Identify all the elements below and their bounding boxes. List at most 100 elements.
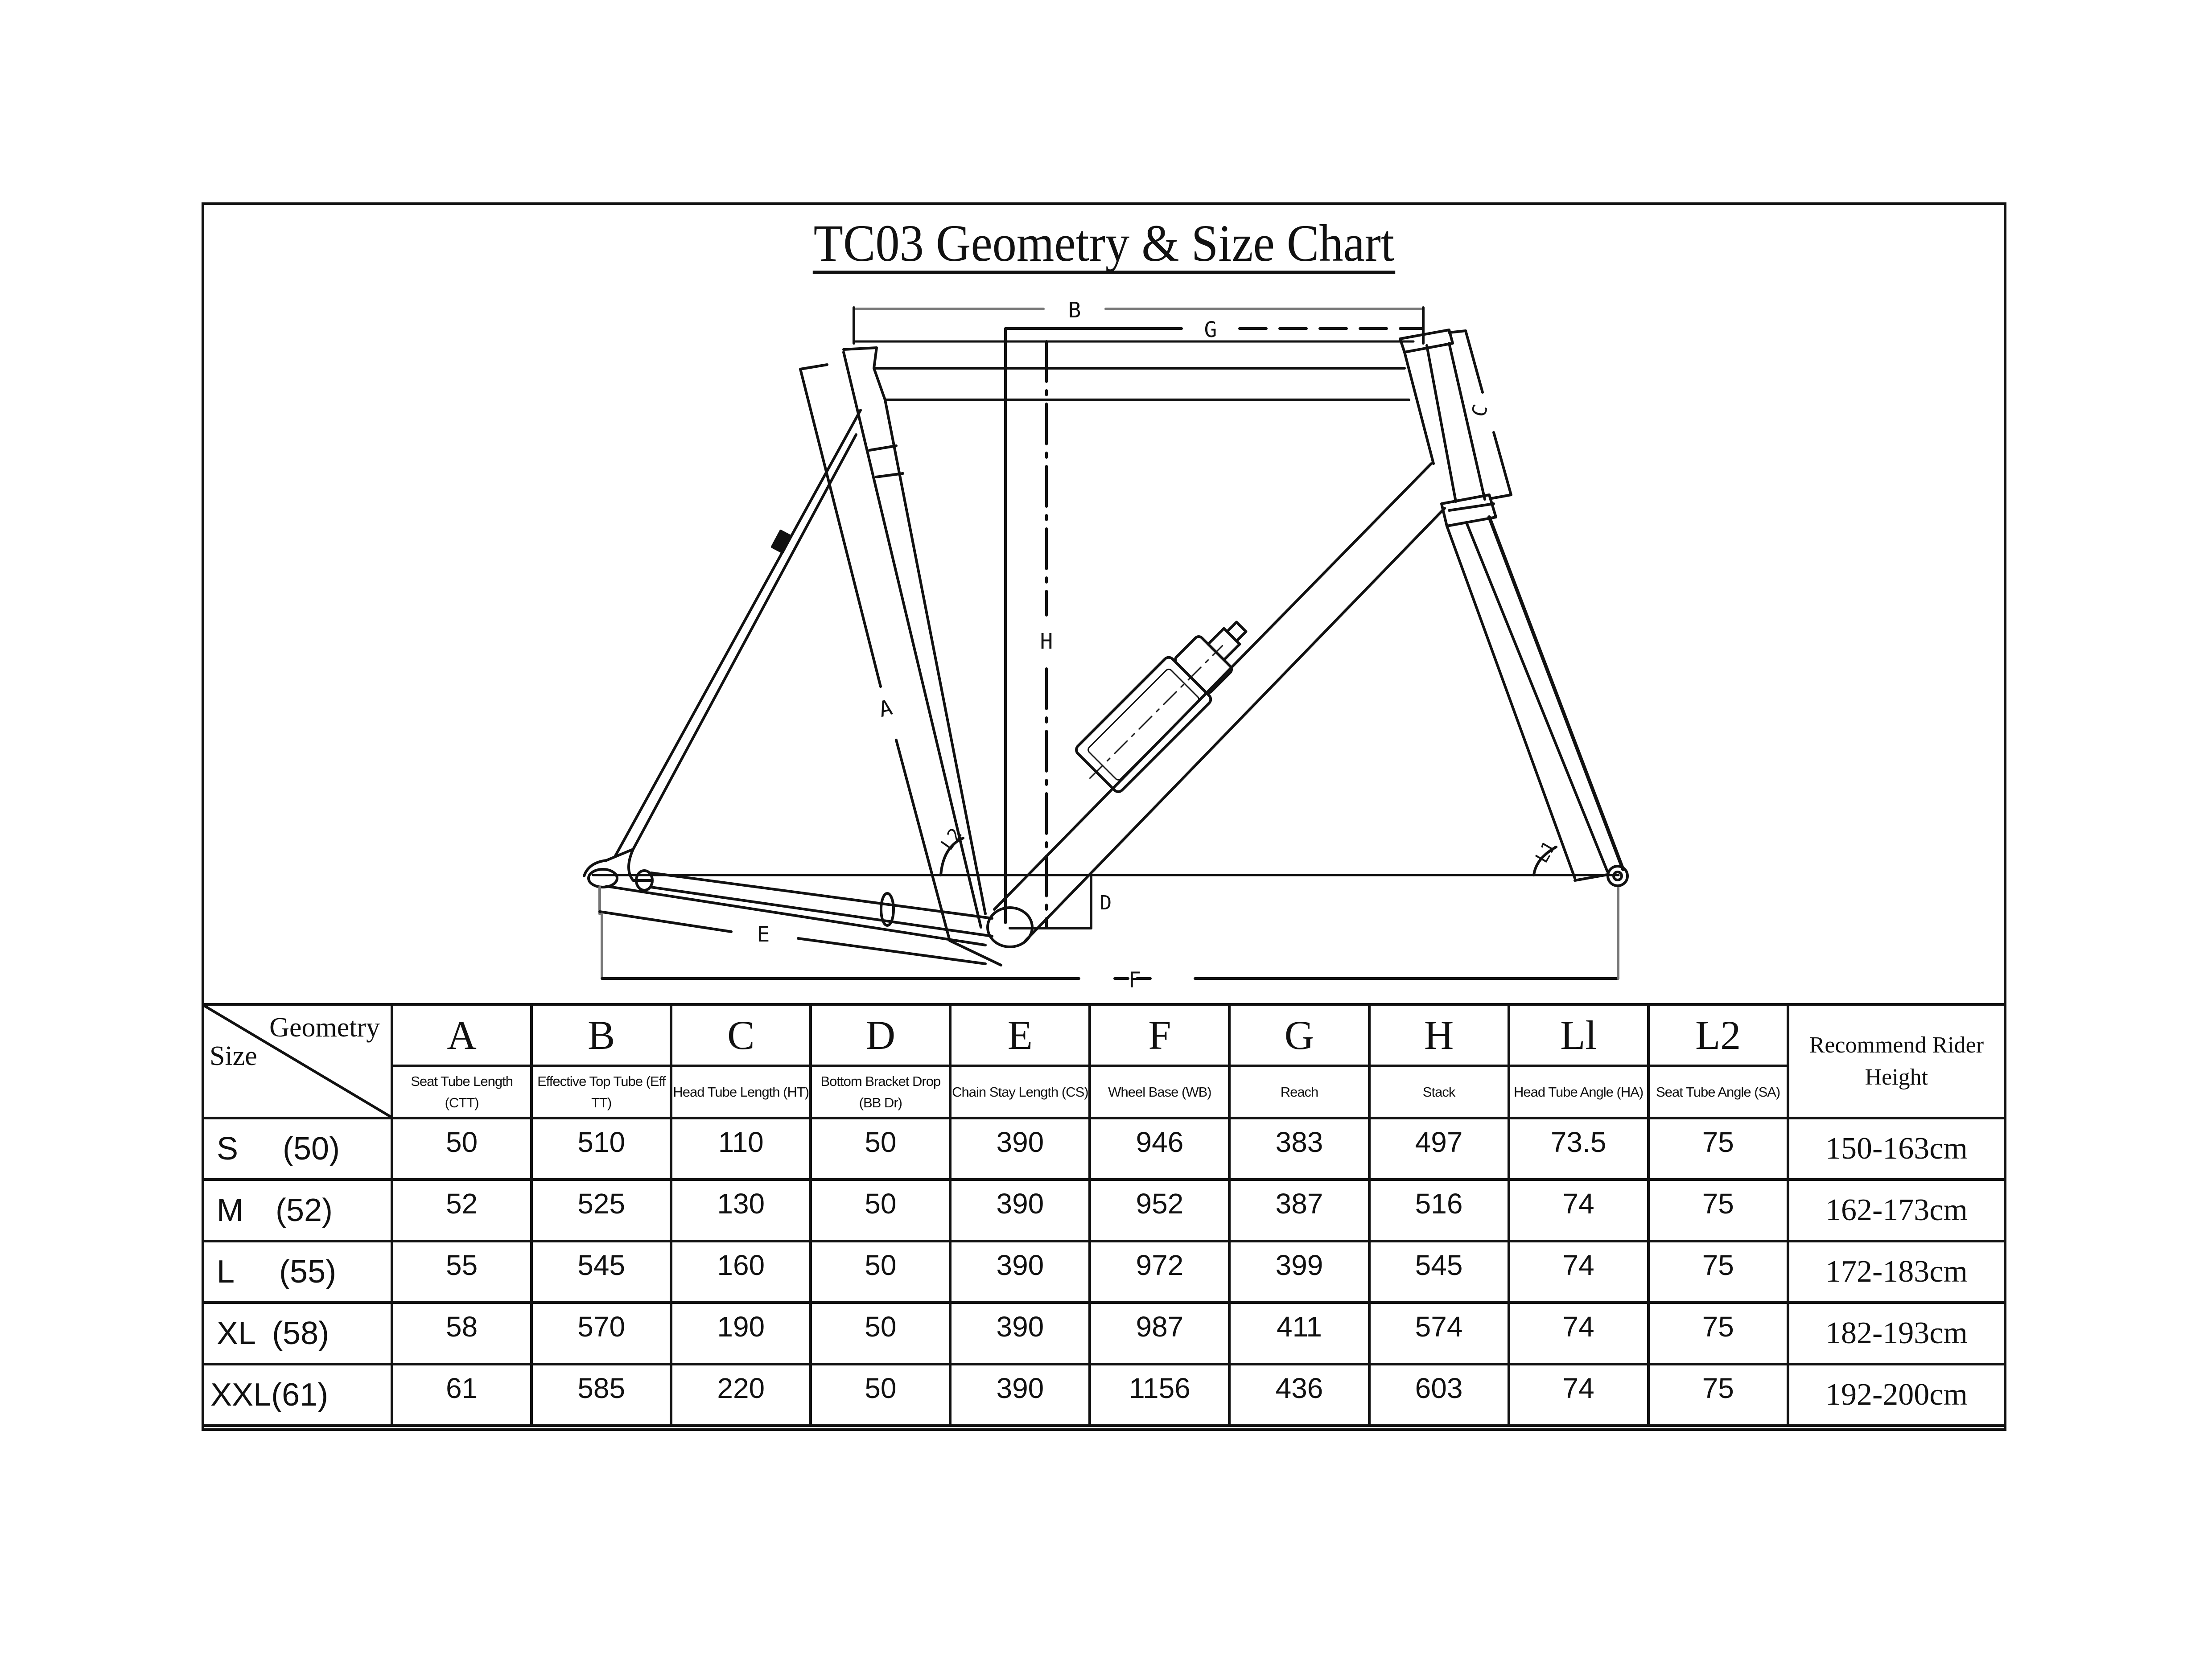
- value-cell: 545: [530, 1240, 673, 1304]
- value-cell: 436: [1228, 1363, 1371, 1427]
- geometry-chart-frame: TC03 Geometry & Size Chart B G: [201, 202, 2007, 1431]
- value-cell: 190: [670, 1301, 812, 1365]
- table-row: L(55) 55 545 160 50 390 972 399 545 74 7…: [201, 1240, 2007, 1304]
- size-label: M: [217, 1192, 243, 1228]
- value-cell: 50: [391, 1117, 533, 1181]
- col-desc-f: Wheel Base (WB): [1088, 1065, 1231, 1119]
- rider-height-cell: 150-163cm: [1786, 1117, 2007, 1181]
- col-desc-h: Stack: [1368, 1065, 1510, 1119]
- angle-l1: L1: [1532, 838, 1560, 876]
- svg-text:G: G: [1204, 317, 1217, 342]
- table-row: XXL(61) 61 585 220 50 390 1156 436 603 7…: [201, 1363, 2007, 1427]
- dimension-a: A: [799, 363, 1002, 966]
- value-cell: 946: [1088, 1117, 1231, 1181]
- table-row: XL(58) 58 570 190 50 390 987 411 574 74 …: [201, 1301, 2007, 1365]
- value-cell: 52: [391, 1178, 533, 1242]
- value-cell: 570: [530, 1301, 673, 1365]
- value-cell: 50: [809, 1363, 952, 1427]
- chart-title: TC03 Geometry & Size Chart: [204, 212, 2004, 275]
- size-cell: M (52): [201, 1178, 394, 1242]
- value-cell: 61: [391, 1363, 533, 1427]
- value-cell: 50: [809, 1117, 952, 1181]
- value-cell: 50: [809, 1178, 952, 1242]
- col-letter-e: E: [949, 1003, 1092, 1067]
- bicycle-frame-geometry-icon: B G H: [583, 298, 1629, 993]
- value-cell: 510: [530, 1117, 673, 1181]
- size-label: S: [217, 1131, 239, 1167]
- col-desc-a: Seat Tube Length (CTT): [391, 1065, 533, 1119]
- col-desc-e: Chain Stay Length (CS): [949, 1065, 1092, 1119]
- value-cell: 390: [949, 1117, 1092, 1181]
- col-desc-l1: Head Tube Angle (HA): [1507, 1065, 1650, 1119]
- svg-text:L1: L1: [1532, 838, 1560, 867]
- water-bottle-icon: [1075, 621, 1248, 793]
- col-desc-l2: Seat Tube Angle (SA): [1647, 1065, 1789, 1119]
- value-cell: 130: [670, 1178, 812, 1242]
- svg-text:E: E: [757, 922, 770, 947]
- value-cell: 390: [949, 1301, 1092, 1365]
- value-cell: 411: [1228, 1301, 1371, 1365]
- value-cell: 74: [1507, 1240, 1650, 1304]
- value-cell: 516: [1368, 1178, 1510, 1242]
- svg-text:H: H: [1040, 629, 1053, 654]
- size-label: XL: [217, 1316, 256, 1351]
- svg-text:F: F: [1129, 968, 1141, 993]
- value-cell: 574: [1368, 1301, 1510, 1365]
- value-cell: 74: [1507, 1301, 1650, 1365]
- svg-text:D: D: [1100, 892, 1112, 914]
- value-cell: 525: [530, 1178, 673, 1242]
- col-letter-l1: Ll: [1507, 1003, 1650, 1067]
- value-cell: 110: [670, 1117, 812, 1181]
- col-desc-c: Head Tube Length (HT): [670, 1065, 812, 1119]
- col-desc-g: Reach: [1228, 1065, 1371, 1119]
- svg-text:C: C: [1467, 402, 1492, 419]
- head-tube: [1399, 329, 1497, 527]
- value-cell: 387: [1228, 1178, 1371, 1242]
- size-label: XXL: [210, 1377, 272, 1413]
- value-cell: 74: [1507, 1363, 1650, 1427]
- rider-height-cell: 192-200cm: [1786, 1363, 2007, 1427]
- value-cell: 585: [530, 1363, 673, 1427]
- value-cell: 390: [949, 1240, 1092, 1304]
- corner-size-label: Size: [210, 1041, 257, 1071]
- table-row: M(52) 52 525 130 50 390 952 387 516 74 7…: [201, 1178, 2007, 1242]
- value-cell: 399: [1228, 1240, 1371, 1304]
- fork: [1446, 515, 1629, 887]
- value-cell: 987: [1088, 1301, 1231, 1365]
- value-cell: 75: [1647, 1178, 1789, 1242]
- value-cell: 383: [1228, 1117, 1371, 1181]
- size-cell: S (50): [201, 1117, 394, 1181]
- col-letter-g: G: [1228, 1003, 1371, 1067]
- size-cell: XXL(61): [201, 1363, 394, 1427]
- value-cell: 390: [949, 1178, 1092, 1242]
- value-cell: 75: [1647, 1301, 1789, 1365]
- value-cell: 73.5: [1507, 1117, 1650, 1181]
- col-desc-d: Bottom Bracket Drop (BB Dr): [809, 1065, 952, 1119]
- col-letter-d: D: [809, 1003, 952, 1067]
- dimension-d: D: [1009, 874, 1112, 929]
- col-letter-c: C: [670, 1003, 812, 1067]
- size-number: (58): [272, 1316, 330, 1351]
- size-number: (61): [271, 1377, 329, 1413]
- svg-text:B: B: [1068, 298, 1081, 323]
- dimension-g: G: [1004, 317, 1425, 924]
- value-cell: 50: [809, 1240, 952, 1304]
- col-letter-h: H: [1368, 1003, 1510, 1067]
- table-row: S(50) 50 510 110 50 390 946 383 497 73.5…: [201, 1117, 2007, 1181]
- size-number: (52): [275, 1192, 333, 1228]
- dimension-f: F: [601, 886, 1619, 993]
- value-cell: 972: [1088, 1240, 1231, 1304]
- value-cell: 75: [1647, 1240, 1789, 1304]
- value-cell: 390: [949, 1363, 1092, 1427]
- rider-height-header: Recommend Rider Height: [1786, 1003, 2007, 1119]
- size-cell: L(55): [201, 1240, 394, 1304]
- size-label: L: [217, 1254, 235, 1290]
- size-number: (50): [283, 1131, 340, 1167]
- size-cell: XL (58): [201, 1301, 394, 1365]
- dimension-h: H: [1040, 340, 1053, 929]
- value-cell: 74: [1507, 1178, 1650, 1242]
- col-letter-l2: L2: [1647, 1003, 1789, 1067]
- value-cell: 50: [809, 1301, 952, 1365]
- value-cell: 58: [391, 1301, 533, 1365]
- value-cell: 220: [670, 1363, 812, 1427]
